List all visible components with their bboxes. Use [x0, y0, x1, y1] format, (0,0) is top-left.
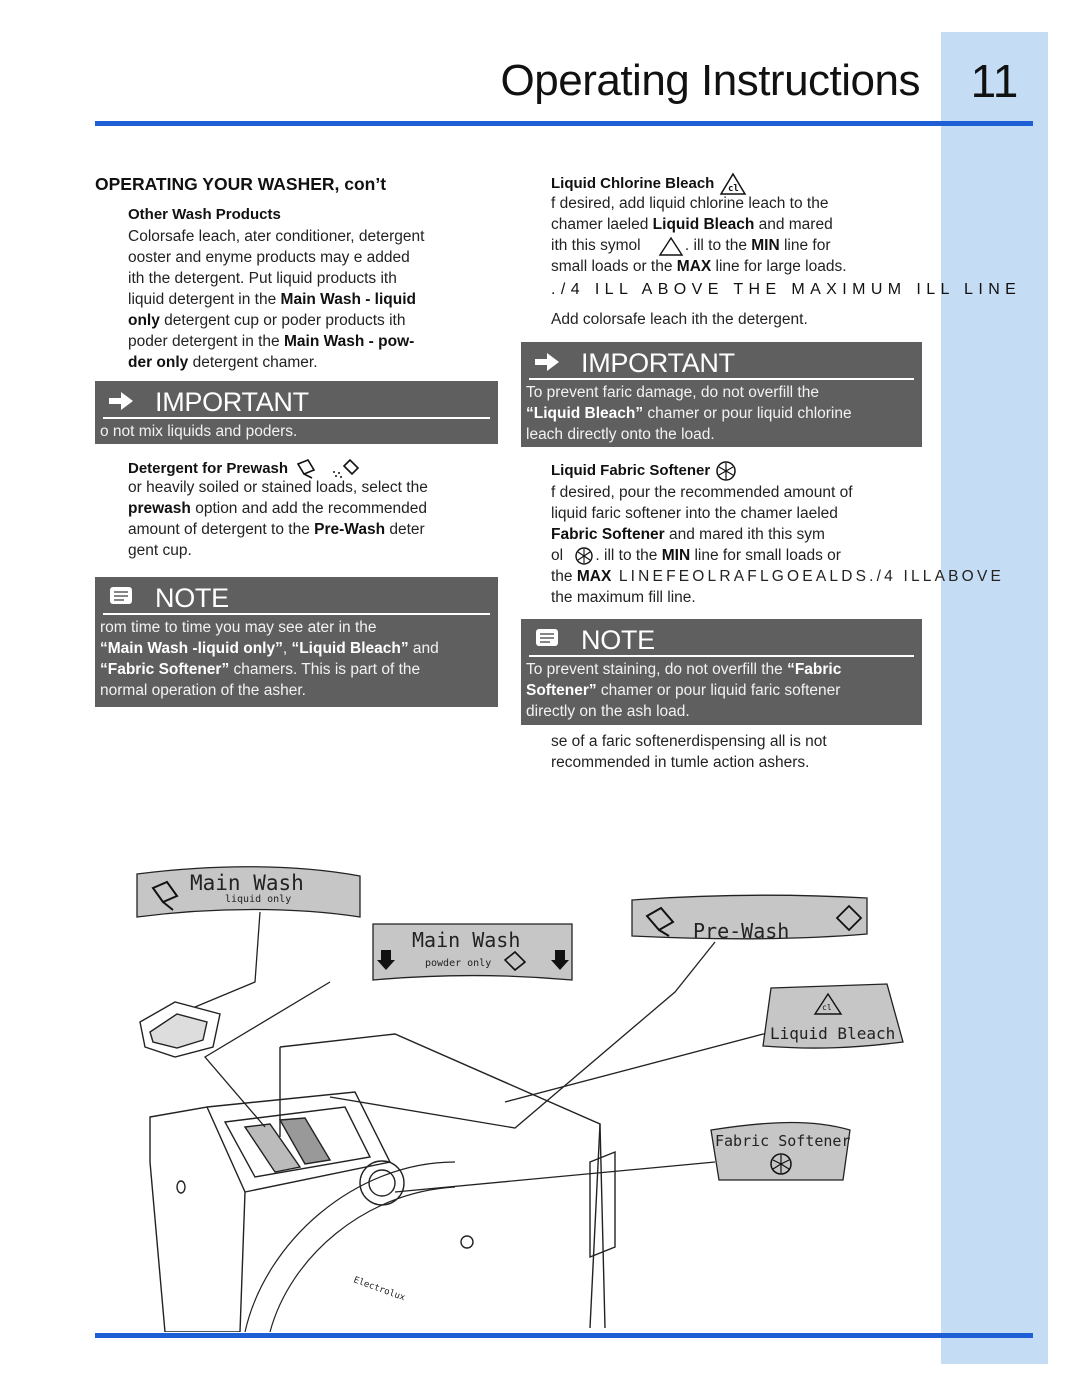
leader-lines [194, 911, 791, 1193]
svg-text:Fabric Softener: Fabric Softener [715, 1132, 850, 1150]
fabric-softener-flower-icon [716, 461, 737, 481]
important-label: IMPORTANT [581, 348, 735, 378]
important-label: IMPORTANT [155, 387, 309, 417]
note-label: NOTE [155, 583, 229, 613]
note-label: NOTE [581, 625, 655, 655]
svg-text:Main Wash: Main Wash [190, 871, 304, 895]
important-text: o not mix liquids and poders. [100, 423, 298, 440]
prewash-heading: Detergent for Prewash [128, 458, 362, 480]
fabric-softener-label: Fabric Softener [710, 1121, 851, 1181]
note-icon [110, 587, 132, 604]
bleach-colorsafe-text: Add colorsafe leach ith the detergent. [551, 311, 808, 328]
bleach-heading: Liquid Chlorine Bleach cl [551, 172, 747, 196]
note-text: rom time to time you may see ater in the… [100, 619, 439, 699]
page-title: Operating Instructions [500, 56, 921, 105]
bottom-rule [95, 1333, 1033, 1338]
brand-logo: Electrolux [352, 1275, 407, 1303]
dispenser-diagram: Electrolux Main Wash liquid only Main Wa… [136, 866, 904, 1332]
arrow-right-icon [109, 392, 133, 410]
other-wash-heading: Other Wash Products [128, 206, 281, 223]
bleach-symbol-icon [658, 236, 684, 256]
note-icon [536, 629, 558, 646]
important-text: To prevent faric damage, do not overfill… [526, 384, 852, 443]
softener-heading: Liquid Fabric Softener [551, 460, 738, 482]
important-box-1: IMPORTANT o not mix liquids and poders. [95, 381, 498, 444]
svg-text:cl: cl [728, 184, 739, 194]
softener-text: f desired, pour the recommended amount o… [551, 484, 1005, 606]
top-rule [95, 121, 1033, 126]
important-box-2: IMPORTANT To prevent faric damage, do no… [521, 342, 922, 447]
svg-text:cl: cl [822, 1003, 832, 1012]
section-title: OPERATING YOUR WASHER, con’t [95, 174, 387, 194]
bleach-warning-garbled: ./4 ILL ABOVE THE MAXIMUM ILL LINE [551, 281, 1022, 298]
other-wash-text: Colorsafe leach, ater conditioner, deter… [128, 228, 425, 371]
softener-ball-text: se of a faric softenerdispensing all is … [551, 733, 827, 771]
svg-text:powder only: powder only [425, 958, 491, 969]
svg-text:liquid only: liquid only [225, 894, 291, 905]
svg-text:Liquid Bleach: Liquid Bleach [770, 1024, 895, 1043]
liquid-bleach-label: cl Liquid Bleach [762, 983, 904, 1049]
note-box-1: NOTE rom time to time you may see ater i… [95, 577, 498, 707]
bleach-triangle-icon: cl [719, 172, 746, 195]
svg-text:Pre-Wash: Pre-Wash [693, 919, 789, 943]
svg-text:Main Wash: Main Wash [412, 928, 520, 952]
main-wash-powder-label: Main Wash powder only [372, 923, 573, 981]
prewash-label: Pre-Wash [631, 894, 868, 943]
arrow-right-icon [535, 353, 559, 371]
page-sidebar-band [941, 32, 1048, 1364]
prewash-detergent-icons [297, 458, 360, 479]
note-box-2: NOTE To prevent staining, do not overfil… [521, 619, 922, 725]
main-wash-liquid-label: Main Wash liquid only [136, 866, 361, 918]
note-text: To prevent staining, do not overfill the… [526, 661, 842, 720]
bleach-text: f desired, add liquid chlorine leach to … [551, 195, 847, 275]
washer-illustration [139, 1001, 616, 1332]
prewash-text: or heavily soiled or stained loads, sele… [128, 479, 428, 559]
fabric-softener-flower-icon [575, 547, 594, 565]
page-number: 11 [970, 55, 1019, 107]
